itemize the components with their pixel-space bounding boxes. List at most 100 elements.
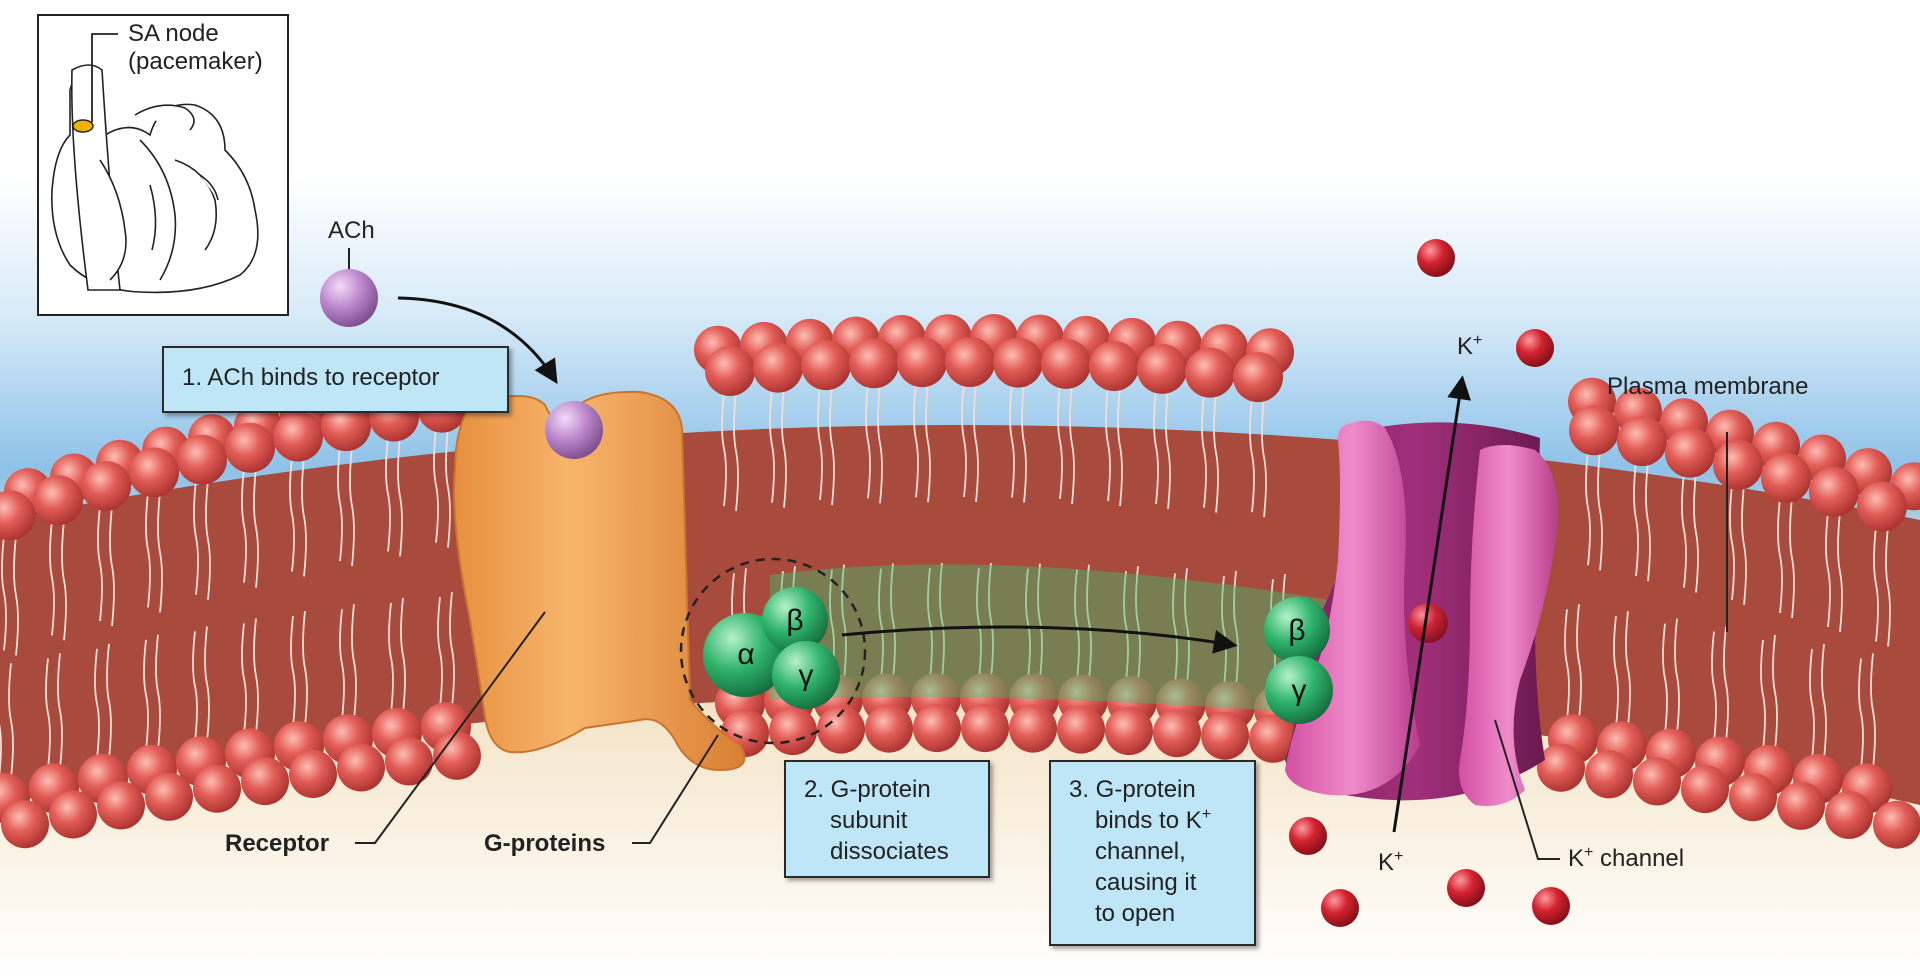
lipid-tail [1633, 460, 1639, 577]
lipid-head-bottom-front [1537, 743, 1585, 792]
k-ion-outside-1 [1417, 239, 1455, 277]
lipid-tail [877, 383, 883, 504]
lipid-head-bottom-front [1153, 709, 1201, 758]
lipid-tail [1201, 392, 1207, 508]
beta-symbol: β [786, 604, 803, 637]
step3-k-superscript: + [1201, 806, 1212, 823]
lipid-tail [155, 634, 161, 750]
lipid-head-top [849, 338, 899, 389]
step3-box: 3. G-protein binds to K+ channel, causin… [1049, 760, 1256, 946]
lipid-tail [1261, 397, 1267, 518]
lipid-tail [1681, 472, 1687, 588]
lipid-tail [817, 384, 823, 501]
lipid-tail [1153, 388, 1159, 505]
lipid-tail [961, 381, 967, 498]
k-ion-inside-3 [1447, 869, 1485, 907]
lipid-head-bottom-front [193, 764, 241, 813]
g-protein-gamma [772, 641, 840, 709]
lipid-tail [1613, 616, 1619, 727]
lipid-tail [1825, 511, 1831, 627]
lipid-tail [1809, 648, 1815, 760]
g-proteins-leader-line [632, 734, 719, 844]
lipid-head-bottom-front [1681, 765, 1729, 814]
lipid-head-top [81, 461, 131, 511]
lipid-head-top [321, 401, 371, 452]
lipid-head-bottom-front [1057, 705, 1105, 754]
g-protein-path-highlight [770, 564, 1330, 715]
ach-bound-molecule [545, 401, 603, 459]
lipid-tail [1741, 484, 1747, 605]
lipid-tail [1693, 472, 1699, 593]
lipid-tail [1625, 611, 1631, 727]
sa-node-label-line2: (pacemaker) [128, 48, 263, 75]
sa-node-label: SA node (pacemaker) [128, 20, 263, 76]
lipid-tail [1585, 450, 1591, 566]
lipid-tail [721, 390, 727, 507]
lipid-tail [351, 604, 357, 720]
lipid-tail [192, 631, 198, 742]
lipid-head-top [753, 342, 803, 393]
lipid-head-bottom-front [769, 707, 817, 756]
lipid-head-top [1041, 338, 1091, 389]
lipid-tail [205, 479, 211, 600]
k-efflux-arrow [1392, 375, 1472, 833]
lipid-tail [1021, 382, 1027, 503]
lipid-head-bottom-front [97, 781, 145, 830]
lipid-head-top [0, 490, 35, 541]
lipid-tail [1789, 497, 1795, 619]
lipid-tail [302, 610, 308, 727]
lipid-head-top [897, 337, 947, 388]
lipid-tail [0, 723, 2, 778]
lipid-head-top [945, 337, 995, 387]
lipid-tail [781, 387, 787, 508]
step3-line3: channel, [1095, 838, 1186, 865]
lipid-head-top [1185, 347, 1235, 398]
receptor-leader-line [355, 611, 546, 844]
g-proteins-label: G-proteins [484, 830, 606, 857]
lipid-head-bottom-front [1585, 750, 1633, 799]
ach-label: ACh [328, 217, 375, 244]
lipid-tail [289, 456, 295, 572]
lipid-head-top [1761, 453, 1811, 503]
lipid-head-top [1809, 466, 1859, 517]
step2-line2: subunit [830, 807, 908, 834]
lipid-tail [988, 562, 994, 679]
lipid-tail [94, 648, 100, 759]
g-protein-beta-bound [1264, 597, 1330, 663]
lipid-tail [109, 505, 115, 627]
ach-free-molecule [320, 269, 378, 327]
lipid-tail [890, 563, 896, 679]
lipid-tail [1009, 382, 1015, 498]
lipid-tail [1165, 388, 1171, 510]
lipid-tail [1597, 450, 1603, 571]
lipid-tail [1233, 570, 1239, 687]
lipid-tail [13, 535, 19, 656]
lipid-head-bottom-front [1825, 790, 1873, 839]
lipid-tail [841, 564, 847, 680]
step3-line2: binds to K+ [1069, 805, 1254, 836]
k-ion-outside-superscript: + [1473, 332, 1483, 349]
step2-line3: dissociates [830, 838, 949, 865]
lipid-tail [1729, 484, 1735, 600]
lipid-tail [939, 562, 945, 679]
k-ion-inside-2 [1321, 889, 1359, 927]
beta-bound-symbol: β [1288, 614, 1305, 647]
lipid-tail [1025, 568, 1031, 679]
g-protein-beta [762, 587, 828, 653]
lipid-head-bottom-front [1729, 773, 1777, 822]
lipid-tail [145, 492, 151, 608]
lipid-tail [193, 479, 199, 595]
lipid-head-top [177, 434, 227, 485]
lipid-tail [1645, 460, 1651, 582]
lipid-tail [769, 387, 775, 503]
lipid-tail [1723, 626, 1729, 742]
lipid-tail [1249, 397, 1255, 513]
lipid-head-bottom-front [1873, 800, 1920, 849]
lipid-head-top [1137, 343, 1187, 394]
k-channel-right-wall [1459, 445, 1559, 806]
g-protein-gamma-bound [1265, 656, 1333, 724]
receptor-label: Receptor [225, 830, 330, 857]
lipid-tail [157, 492, 163, 613]
